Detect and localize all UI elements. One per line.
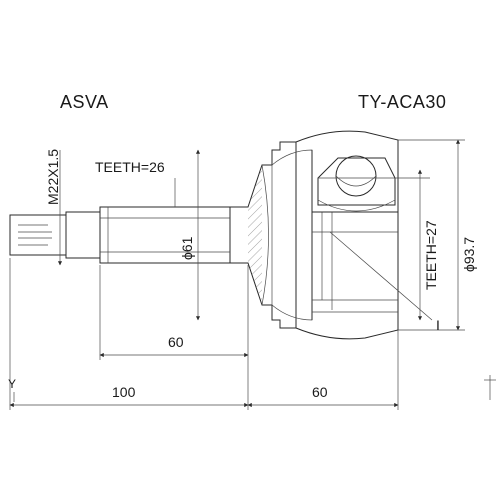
splined-shaft <box>99 206 231 264</box>
axis-y-label: Y <box>8 377 16 391</box>
seal-marker-label: I <box>436 317 440 333</box>
brand-label: ASVA <box>60 92 109 112</box>
overall-right-label: 60 <box>312 384 328 400</box>
overall-left-label: 100 <box>112 384 136 400</box>
shaft-length-label: 60 <box>168 334 184 350</box>
threaded-end <box>9 211 101 259</box>
teeth-outer-label: TEETH=26 <box>95 159 165 175</box>
boot-neck <box>230 141 296 329</box>
thread-label: M22X1.5 <box>45 149 61 205</box>
ball-cage <box>317 155 396 212</box>
dim-overall <box>9 258 399 410</box>
part-number-label: TY-ACA30 <box>358 92 447 112</box>
teeth-inner-label: TEETH=27 <box>423 220 439 290</box>
outer-housing <box>271 130 399 340</box>
phi61-label: ϕ61 <box>179 236 195 260</box>
dim-shaft-60 <box>99 265 249 360</box>
dim-phi93 <box>398 139 465 331</box>
phi93-label: ϕ93.7 <box>461 237 477 272</box>
